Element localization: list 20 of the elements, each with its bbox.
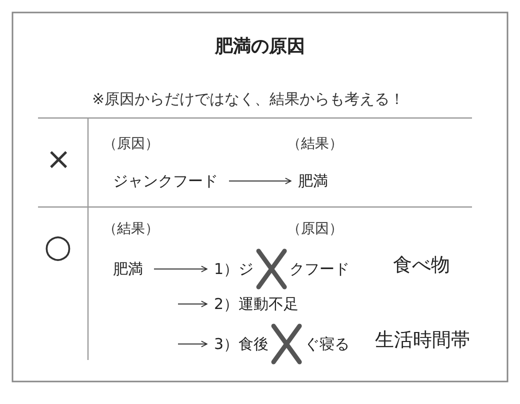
node-text: 2）運動不足 <box>213 293 300 315</box>
node-text: ジャンクフード <box>112 170 219 192</box>
node-text: 3）食後 ぐ寝る <box>213 333 351 355</box>
node-text: 肥満 <box>112 258 144 280</box>
circle-symbol: ○ <box>44 227 72 266</box>
arrow <box>178 340 208 348</box>
side-note: 生活時間帯 <box>375 329 470 352</box>
side-note: 食べ物 <box>393 254 450 277</box>
cross-symbol: × <box>46 142 72 178</box>
arrow <box>229 178 292 184</box>
column-heading: （原因） <box>287 221 343 238</box>
arrow <box>154 266 208 272</box>
node-text: 1）ジ クフード <box>213 258 351 280</box>
arrow <box>178 300 208 308</box>
title: 肥満の原因 <box>214 36 306 58</box>
column-heading: （結果） <box>287 136 343 153</box>
column-heading: （原因） <box>103 136 159 153</box>
column-heading: （結果） <box>103 221 159 238</box>
note: ※原因からだけではなく、結果からも考える！ <box>92 90 405 108</box>
node-text: 肥満 <box>297 170 329 192</box>
